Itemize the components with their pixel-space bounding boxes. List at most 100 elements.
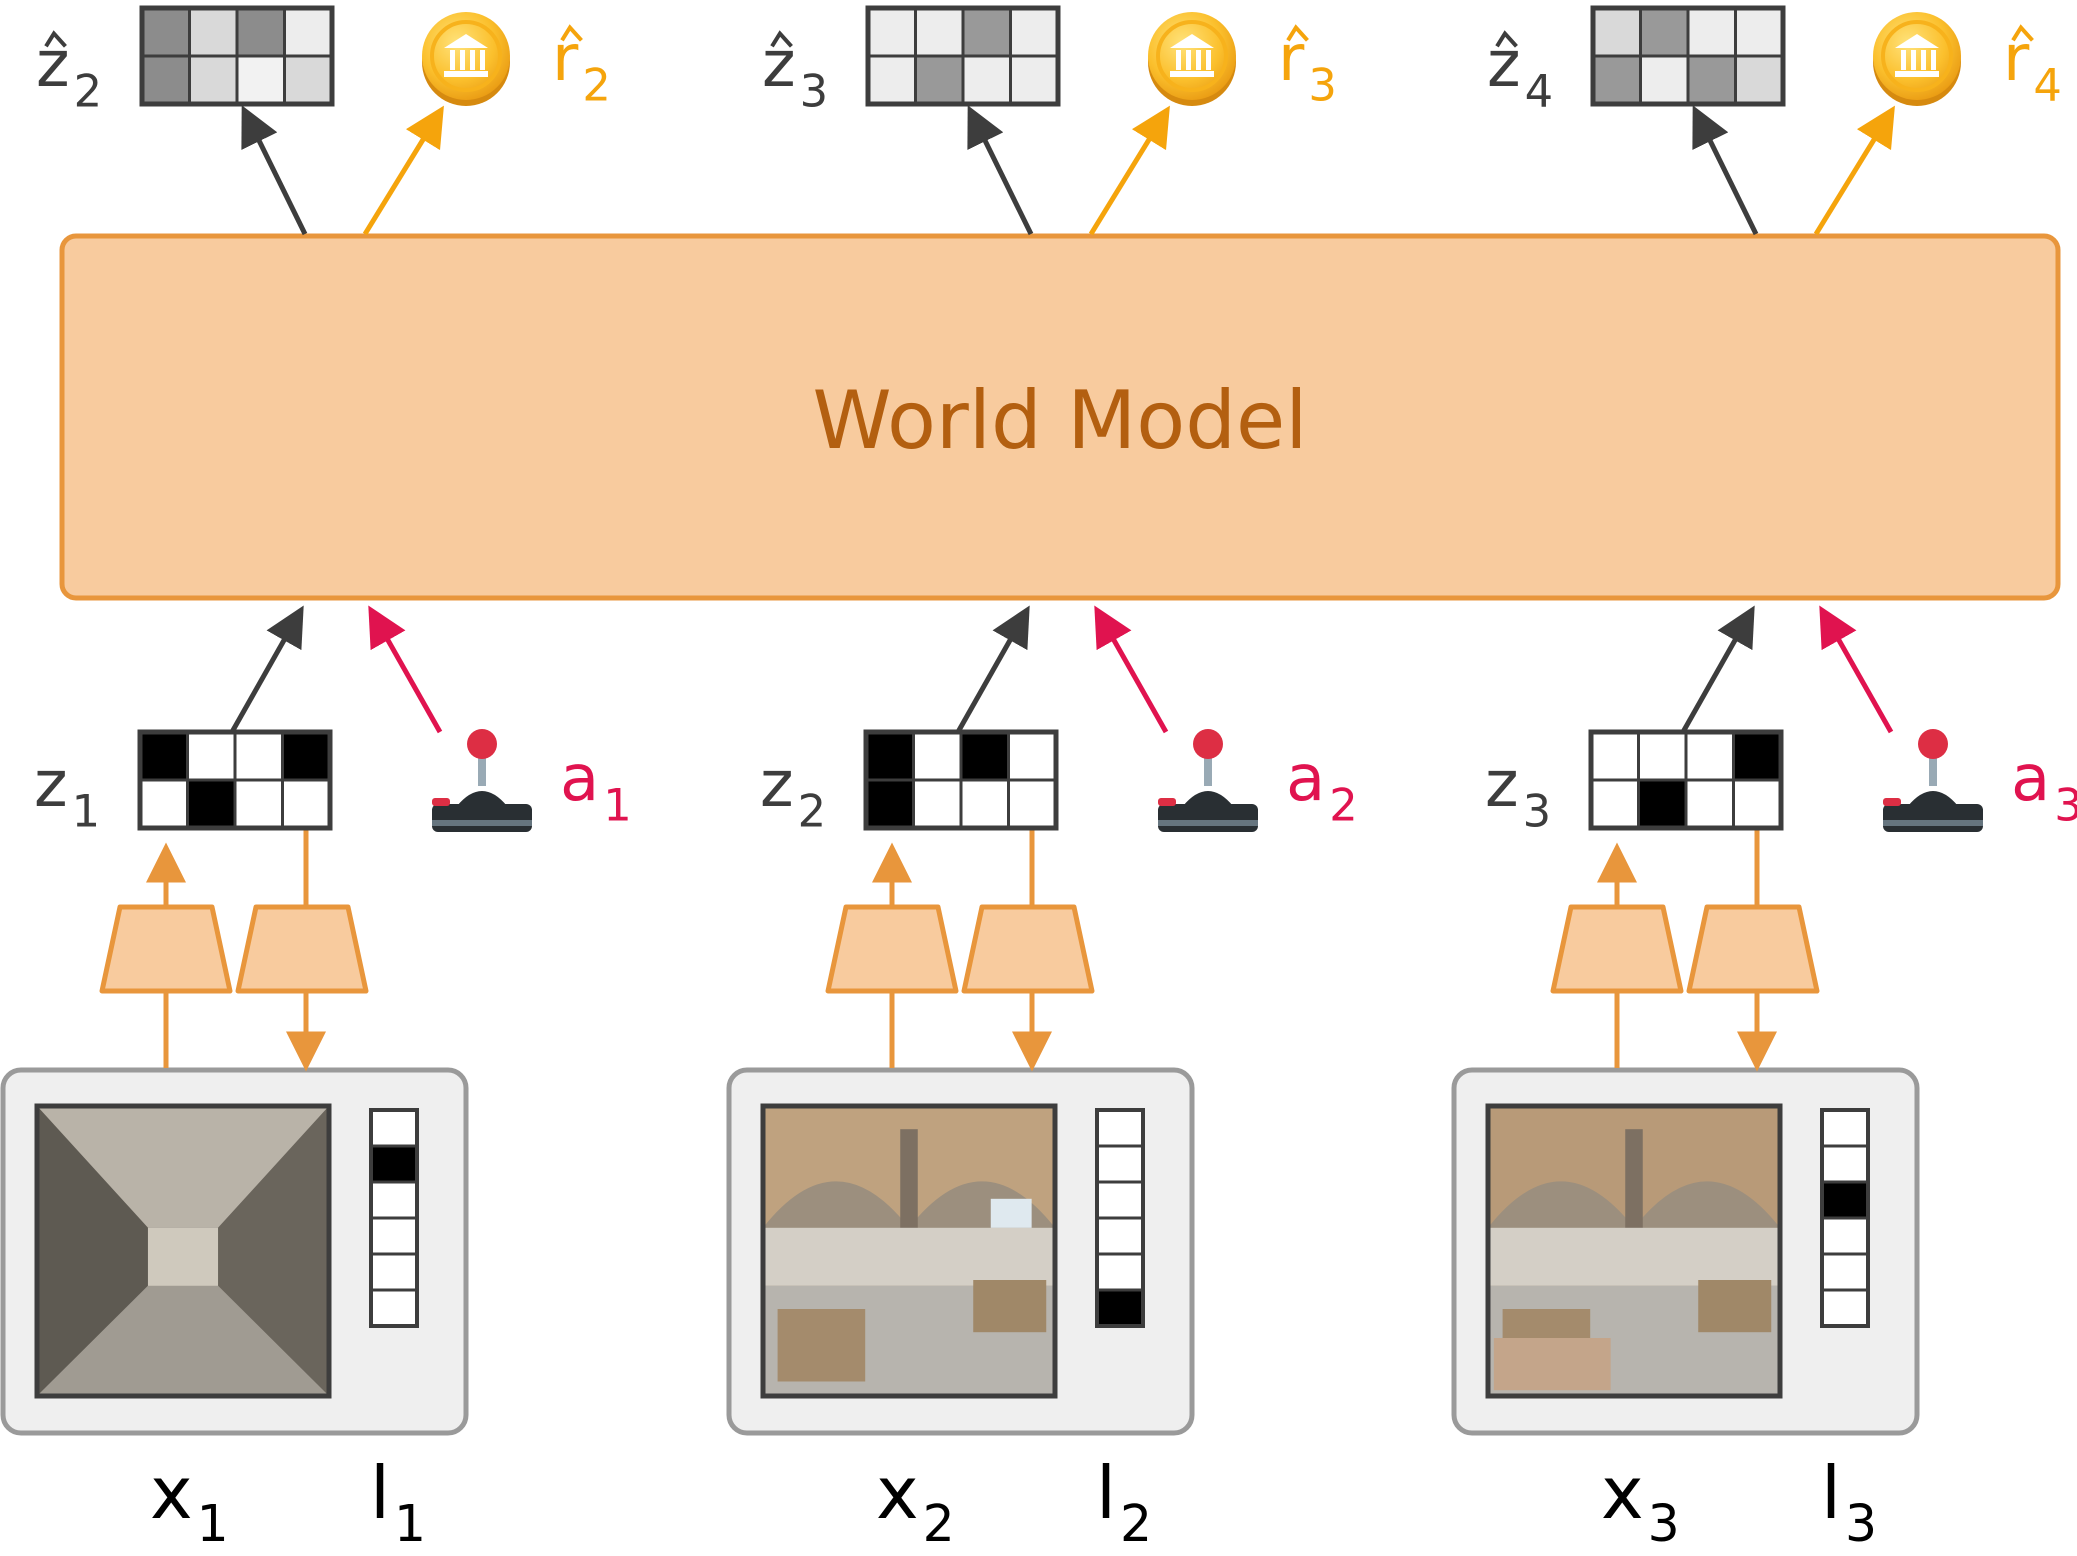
language-l-label-subscript: 1 bbox=[394, 1494, 426, 1553]
grid-cell bbox=[866, 6, 917, 58]
image-content bbox=[1488, 1106, 1780, 1396]
vector-cell bbox=[369, 1216, 419, 1256]
image-content bbox=[37, 1106, 329, 1396]
grid-cell bbox=[1009, 6, 1060, 58]
grid-cell bbox=[186, 730, 237, 782]
bank-roof bbox=[1170, 34, 1214, 48]
predicted-z-label-subscript: 4 bbox=[1525, 64, 1554, 117]
grid-cell bbox=[912, 730, 963, 782]
grid-cell bbox=[138, 730, 189, 782]
table-right bbox=[973, 1280, 1047, 1333]
bank-column bbox=[1931, 50, 1936, 70]
grid-cell bbox=[1639, 6, 1690, 58]
vector-border bbox=[1820, 1108, 1870, 1328]
vector-cell bbox=[1095, 1180, 1145, 1220]
grid-border bbox=[863, 729, 1059, 831]
joystick-stick bbox=[1204, 750, 1212, 786]
observation-image bbox=[760, 1103, 1058, 1399]
image-border bbox=[34, 1103, 332, 1399]
bank-column bbox=[470, 50, 475, 70]
bank-base bbox=[444, 71, 488, 77]
action-label: a2 bbox=[1286, 742, 1358, 831]
grid-cell bbox=[1637, 778, 1688, 830]
predicted-z-label-base: z bbox=[36, 28, 70, 102]
predicted-z-label: z4 bbox=[1487, 28, 1553, 117]
image-border bbox=[1485, 1103, 1783, 1399]
grid-cell bbox=[1732, 778, 1783, 830]
vector-cell bbox=[369, 1108, 419, 1148]
action-label-base: a bbox=[2011, 742, 2050, 816]
bank-roof bbox=[444, 34, 488, 48]
language-l-label: l3 bbox=[1821, 1451, 1877, 1553]
grid-cell bbox=[186, 778, 237, 830]
bank-column bbox=[1911, 50, 1916, 70]
joystick-icon bbox=[1883, 729, 1983, 832]
action-label-base: a bbox=[1286, 742, 1325, 816]
coin-ring bbox=[1156, 20, 1228, 92]
latent-z-label-base: z bbox=[1485, 748, 1519, 822]
grid-cell bbox=[1591, 6, 1642, 58]
grid-border bbox=[865, 5, 1061, 107]
grid-cell bbox=[961, 6, 1012, 58]
vector-cell bbox=[1820, 1108, 1870, 1148]
joystick-button bbox=[1158, 798, 1176, 806]
action-label-subscript: 1 bbox=[603, 778, 632, 831]
predicted-z-label-subscript: 3 bbox=[800, 64, 829, 117]
grid-border bbox=[1590, 5, 1786, 107]
grid-cell bbox=[233, 730, 284, 782]
grid-cell bbox=[235, 6, 286, 58]
action-to-model-arrow bbox=[1819, 605, 1894, 734]
joystick-button bbox=[1883, 798, 1901, 806]
observation-x-label-subscript: 1 bbox=[197, 1494, 229, 1553]
latent-z-grid bbox=[863, 729, 1059, 831]
bank-column bbox=[460, 50, 465, 70]
table-right bbox=[1698, 1280, 1772, 1333]
action-label-subscript: 2 bbox=[1329, 778, 1358, 831]
coin-bank-icon bbox=[1148, 12, 1236, 106]
joystick-icon bbox=[432, 729, 532, 832]
action-label: a1 bbox=[560, 742, 632, 831]
grid-cell bbox=[1732, 730, 1783, 782]
language-vector bbox=[1820, 1108, 1870, 1328]
bank-column bbox=[480, 50, 485, 70]
joystick-dome bbox=[1183, 791, 1233, 806]
grid-cell bbox=[1591, 54, 1642, 106]
language-decoder bbox=[235, 904, 369, 994]
grid-cell bbox=[235, 54, 286, 106]
model-to-reward-arrow bbox=[1088, 105, 1170, 236]
grid-cell bbox=[281, 778, 332, 830]
coin-face bbox=[1148, 12, 1236, 100]
grid-cell bbox=[1734, 6, 1785, 58]
papers bbox=[1493, 1338, 1611, 1391]
far-room bbox=[147, 1227, 219, 1286]
language-l-label-base: l bbox=[370, 1451, 390, 1535]
observation-x-label-base: x bbox=[150, 1451, 193, 1535]
grid-cell bbox=[1589, 730, 1640, 782]
grid-cell bbox=[283, 6, 334, 58]
grid-cell bbox=[1639, 54, 1690, 106]
coin-bank-icon bbox=[422, 12, 510, 106]
joystick-ball bbox=[1918, 729, 1948, 759]
grid-cell bbox=[1009, 54, 1060, 106]
predicted-z-label-base: z bbox=[1487, 28, 1521, 102]
grid-cell bbox=[281, 730, 332, 782]
window bbox=[990, 1198, 1032, 1228]
joystick-dome bbox=[457, 791, 507, 806]
language-l-label-base: l bbox=[1821, 1451, 1841, 1535]
bank-column bbox=[1196, 50, 1201, 70]
joystick-base bbox=[1158, 804, 1258, 832]
observation-image bbox=[34, 1103, 332, 1399]
model-to-zhat-arrow bbox=[1692, 105, 1759, 236]
joystick-ball bbox=[467, 729, 497, 759]
predicted-reward-label: r2 bbox=[552, 22, 611, 111]
grid-cell bbox=[864, 778, 915, 830]
bank-column bbox=[450, 50, 455, 70]
latent-z-label: z1 bbox=[34, 748, 100, 837]
grid-cell bbox=[959, 778, 1010, 830]
grid-cell bbox=[914, 6, 965, 58]
language-l-label-subscript: 3 bbox=[1845, 1494, 1877, 1553]
grid-cell bbox=[864, 730, 915, 782]
joystick-ball bbox=[1193, 729, 1223, 759]
